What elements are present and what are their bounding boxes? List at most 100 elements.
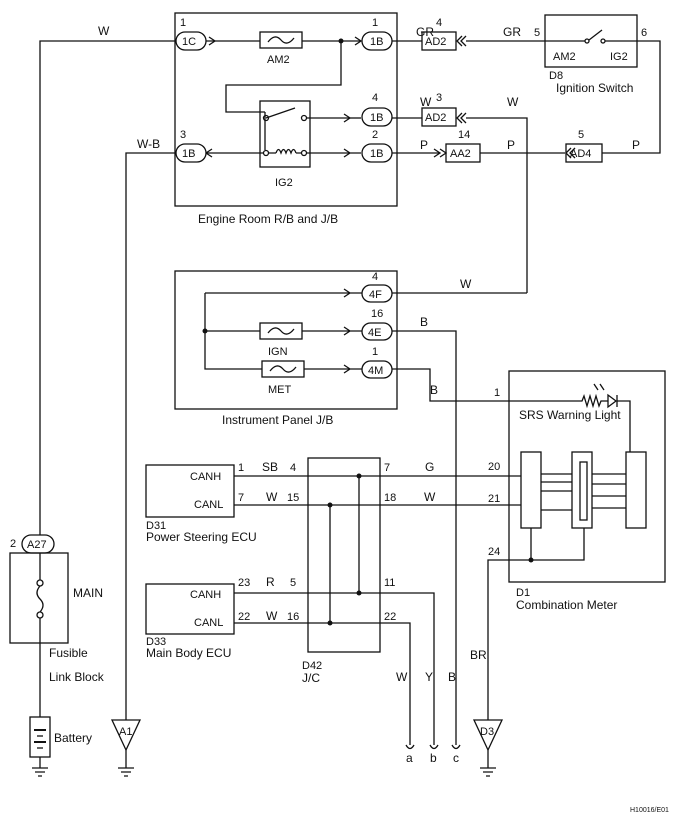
jc-pin-5: 5	[290, 577, 296, 589]
fusible-link-block: 2 A27 MAIN Fusible Link Block	[9, 534, 105, 717]
top-wiring: W W-B GR AD2 4 GR 5 W AD2 3 W P AA2 14 P…	[39, 17, 661, 720]
jc-pin-4: 4	[290, 462, 296, 474]
fusible-pin: 2	[10, 538, 16, 550]
connector-ad4-label: AD4	[570, 148, 591, 160]
connector-1b-mid-label: 1B	[370, 112, 383, 124]
connector-4e-label: 4E	[368, 327, 381, 339]
jc-pin-18: 18	[384, 492, 396, 504]
connector-ad2-top	[421, 31, 457, 51]
wire-sb-label: SB	[262, 460, 278, 474]
connector-ad2-mid	[421, 107, 457, 127]
wire-wb-label: W-B	[137, 137, 160, 151]
pin-1b-left-number: 3	[180, 129, 186, 141]
wire-p-label-b: P	[507, 138, 515, 152]
fuse-am2-label: AM2	[267, 54, 290, 66]
connector-ad4-pin: 5	[578, 129, 584, 141]
wire-r-label: R	[266, 575, 275, 589]
connector-aa2-label: AA2	[450, 148, 471, 160]
ignition-pin-5: 5	[534, 27, 540, 39]
battery-label: Battery	[54, 731, 92, 745]
fuse-ign-label: IGN	[268, 346, 288, 358]
ps-pin-h: 1	[238, 462, 244, 474]
pin-1c-number: 1	[180, 17, 186, 29]
meter-id: D1	[516, 587, 530, 599]
mb-canh: CANH	[190, 589, 221, 601]
main-body-ecu: CANH CANL 23 22 D33 Main Body ECU R W	[145, 575, 308, 660]
wire-p-label-a: P	[420, 138, 428, 152]
connector-1b-mid	[361, 107, 393, 127]
power-steering-ecu: CANH CANL 1 7 D31 Power Steering ECU SB …	[145, 460, 308, 544]
connector-1b-top-label: 1B	[370, 36, 383, 48]
pin-1b-mid-number: 4	[372, 92, 378, 104]
connector-1c-label: 1C	[182, 36, 196, 48]
instrument-panel-title: Instrument Panel J/B	[222, 413, 333, 427]
connector-ad2-top-pin: 4	[436, 17, 442, 29]
ground-a1-label: A1	[119, 726, 132, 738]
jc-id: D42	[302, 660, 322, 672]
connector-a27-label: A27	[27, 539, 47, 551]
junction-connector: 4 15 5 16 7 18 11 22 D42 J/C G W W Y B B…	[287, 457, 521, 745]
ground-d3: D3	[472, 719, 504, 777]
wire-p-label-c: P	[632, 138, 640, 152]
pin-1b-bottom-number: 2	[372, 129, 378, 141]
wire-b-label-4m: B	[430, 383, 438, 397]
fuse-met-label: MET	[268, 384, 292, 396]
mb-name: Main Body ECU	[146, 646, 231, 660]
connector-4m-label: 4M	[368, 365, 383, 377]
srs-pin: 1	[494, 387, 500, 399]
connector-4e-pin: 16	[371, 308, 383, 320]
ignition-switch: AM2 IG2 D8 Ignition Switch	[544, 14, 638, 95]
wire-b-label-c: B	[448, 670, 456, 684]
wire-w-label-canl1: W	[266, 490, 278, 504]
pin-1b-top-number: 1	[372, 17, 378, 29]
wire-w-label-ad2-right: W	[507, 95, 519, 109]
wire-br-label: BR	[470, 648, 487, 662]
wire-w-label-meter: W	[424, 490, 436, 504]
engine-room-jb: Engine Room R/B and J/B 1 1C AM2 1B 1 IG…	[174, 12, 398, 226]
ground-d3-label: D3	[480, 726, 494, 738]
instrument-panel-jb: Instrument Panel J/B 4F 4 W IGN 4E 16 B …	[174, 270, 575, 745]
ignition-ig2-label: IG2	[610, 51, 628, 63]
combination-meter: 1 SRS Warning Light 20 21 24 D1 Combinat…	[487, 370, 666, 720]
mb-id: D33	[146, 636, 166, 648]
connector-4f-pin: 4	[372, 271, 378, 283]
ps-canh: CANH	[190, 471, 221, 483]
connector-4f-label: 4F	[369, 289, 382, 301]
fusible-line2: Link Block	[49, 670, 105, 684]
terminal-a: a	[406, 751, 413, 765]
connector-1b-bottom-label: 1B	[370, 148, 383, 160]
relay-ig2-label: IG2	[275, 177, 293, 189]
fusible-line1: Fusible	[49, 646, 88, 660]
terminal-b: b	[430, 751, 437, 765]
relay-ig2	[259, 100, 311, 168]
ignition-pin-6: 6	[641, 27, 647, 39]
srs-name: SRS Warning Light	[519, 408, 621, 422]
connector-4m-pin: 1	[372, 346, 378, 358]
battery: Battery	[29, 716, 92, 777]
wire-w-label-a: W	[396, 670, 408, 684]
wire-b-label-4e: B	[420, 315, 428, 329]
reference-code: H10016/E01	[630, 807, 669, 814]
mb-canl: CANL	[194, 617, 223, 629]
jc-pin-11: 11	[384, 577, 395, 589]
ignition-id: D8	[549, 70, 563, 82]
wire-w-label-canl2: W	[266, 609, 278, 623]
wire-g-label: G	[425, 460, 434, 474]
ps-canl: CANL	[194, 499, 223, 511]
wire-gr-label-b: GR	[503, 25, 521, 39]
ps-pin-l: 7	[238, 492, 244, 504]
ps-name: Power Steering ECU	[146, 530, 257, 544]
connector-1b-left-label: 1B	[182, 148, 195, 160]
wire-w-label-4f: W	[460, 277, 472, 291]
jc-name: J/C	[302, 671, 320, 685]
ignition-am2-label: AM2	[553, 51, 576, 63]
jc-pin-16: 16	[287, 611, 299, 623]
ps-id: D31	[146, 520, 166, 532]
wire-w-label-top: W	[98, 24, 110, 38]
mb-pin-l: 22	[238, 611, 250, 623]
mb-pin-h: 23	[238, 577, 250, 589]
engine-room-title: Engine Room R/B and J/B	[198, 212, 338, 226]
ground-a1: A1	[110, 719, 142, 777]
